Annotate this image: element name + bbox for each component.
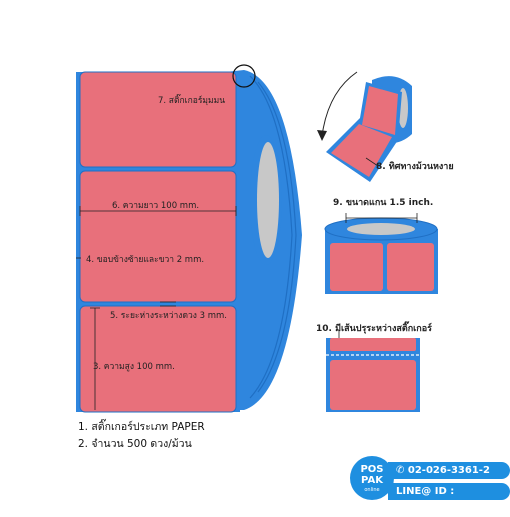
pospak-logo: POS PAK online bbox=[350, 456, 394, 500]
unwind-label-1 bbox=[362, 86, 398, 135]
corner-label: 7. สติ๊กเกอร์มุมมน bbox=[158, 96, 226, 106]
width-label: 6. ความยาว 100 mm. bbox=[112, 201, 200, 211]
phone-pill[interactable]: ✆ 02-026-3361-2 bbox=[388, 462, 510, 479]
logo-text-pos: POS bbox=[360, 464, 384, 475]
direction-arrow bbox=[321, 71, 358, 137]
core-size-label: 9. ขนาดแกน 1.5 inch. bbox=[333, 198, 434, 208]
core-roll-label-left bbox=[330, 243, 383, 291]
height-label: 3. ความสูง 100 mm. bbox=[93, 362, 175, 372]
line-id-pill[interactable]: LINE@ ID : @POSPAK bbox=[388, 483, 510, 514]
logo-text-pak: PAK bbox=[361, 475, 383, 486]
strip-label-bottom bbox=[330, 360, 416, 410]
perforation-label: 10. มีเส้นปรุระหว่างสติ๊กเกอร์ bbox=[316, 324, 432, 334]
core-roll bbox=[324, 213, 438, 294]
direction-arrowhead bbox=[317, 130, 327, 141]
strip-label-top bbox=[330, 338, 416, 351]
gap-label: 5. ระยะห่างระหว่างดวง 3 mm. bbox=[110, 311, 227, 321]
logo-text-online: online bbox=[364, 487, 380, 493]
direction-label: 8. ทิศทางม้วนหงาย bbox=[376, 162, 454, 172]
phone-number: 02-026-3361-2 bbox=[407, 465, 490, 476]
core-roll-label-right bbox=[387, 243, 434, 291]
main-roll bbox=[76, 64, 302, 413]
corner-highlight-circle bbox=[232, 64, 256, 88]
roll-core-hole bbox=[257, 142, 279, 258]
roll-rings bbox=[249, 75, 297, 399]
label-middle bbox=[79, 170, 237, 303]
edge-label: 4. ขอบข้างซ้ายและขวา 2 mm. bbox=[86, 255, 205, 265]
phone-icon: ✆ bbox=[396, 465, 405, 476]
paper-type-text: 1. สติ๊กเกอร์ประเภท PAPER bbox=[78, 421, 205, 433]
quantity-text: 2. จำนวน 500 ดวง/ม้วน bbox=[78, 438, 192, 450]
unwind-label-2 bbox=[331, 124, 392, 177]
direction-leader bbox=[365, 157, 379, 167]
perforation-strip bbox=[326, 330, 420, 412]
label-bottom bbox=[79, 305, 237, 413]
core-roll-hole bbox=[347, 223, 415, 235]
contact-badge: POS PAK online ✆ 02-026-3361-2 LINE@ ID … bbox=[350, 452, 510, 514]
label-top bbox=[79, 71, 237, 168]
unwind-roll bbox=[317, 71, 412, 182]
